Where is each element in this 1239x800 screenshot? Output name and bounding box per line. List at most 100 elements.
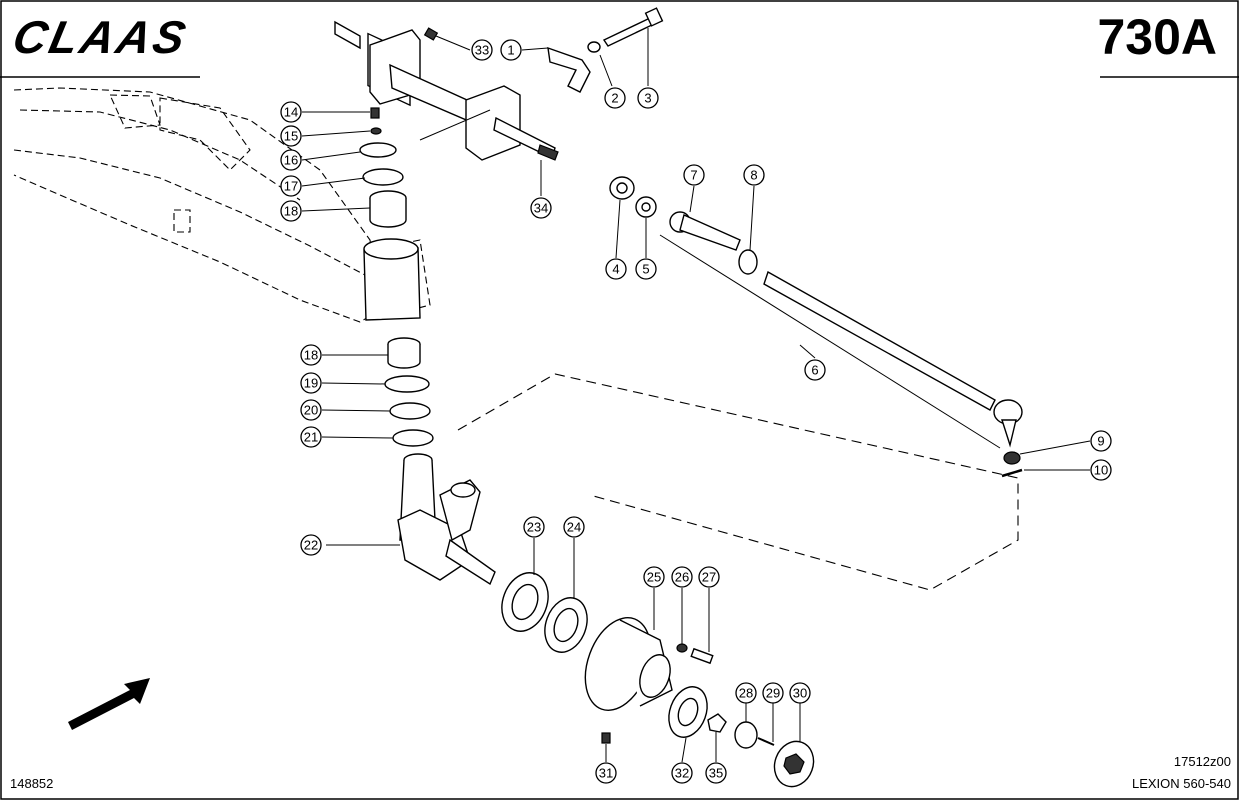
callout-18-lower: 18 (300, 344, 322, 366)
svg-text:15: 15 (284, 129, 298, 144)
svg-text:26: 26 (675, 570, 689, 585)
svg-text:3: 3 (644, 91, 651, 106)
drawing-code: 17512z00 (1173, 754, 1231, 769)
svg-text:21: 21 (304, 430, 318, 445)
callout-2: 2 (604, 87, 626, 109)
callout-18-upper: 18 (280, 200, 302, 222)
steering-cylinder (334, 20, 559, 161)
callout-8: 8 (743, 164, 765, 186)
callout-10: 10 (1090, 459, 1112, 481)
leader-lines (301, 28, 1091, 763)
grease-nipple-part-31 (601, 732, 611, 744)
figure-number: 148852 (10, 776, 54, 791)
svg-text:27: 27 (702, 570, 716, 585)
steering-knuckle-part-22 (397, 453, 496, 586)
callout-4: 4 (605, 258, 627, 280)
nut-part-35 (707, 713, 727, 733)
callout-19: 19 (300, 372, 322, 394)
bushing-part-18-lower (387, 337, 421, 369)
cap-part-16 (359, 142, 397, 158)
callout-31: 31 (595, 762, 617, 784)
svg-text:10: 10 (1094, 463, 1108, 478)
svg-text:29: 29 (766, 686, 780, 701)
callout-28: 28 (735, 682, 757, 704)
callout-29: 29 (762, 682, 784, 704)
callout-25: 25 (643, 566, 665, 588)
bolt-part-27 (690, 647, 714, 665)
seal-part-17 (362, 168, 404, 186)
screw-part-33 (423, 27, 439, 41)
callout-35: 35 (705, 762, 727, 784)
screw-part-14 (370, 107, 380, 119)
callout-32: 32 (671, 762, 693, 784)
svg-text:25: 25 (647, 570, 661, 585)
model-name: LEXION 560-540 (1131, 776, 1231, 791)
callout-1: 1 (500, 39, 522, 61)
washer-part-15 (370, 127, 382, 135)
svg-text:35: 35 (709, 766, 723, 781)
callout-21: 21 (300, 426, 322, 448)
callout-24: 24 (563, 516, 585, 538)
nut-part-9 (1003, 451, 1021, 465)
svg-text:28: 28 (739, 686, 753, 701)
pin-part-29 (757, 737, 775, 746)
callout-27: 27 (698, 566, 720, 588)
svg-text:4: 4 (612, 262, 619, 277)
svg-text:30: 30 (793, 686, 807, 701)
callout-7: 7 (683, 164, 705, 186)
callout-33: 33 (471, 39, 493, 61)
direction-arrow-icon (68, 678, 150, 730)
callout-14: 14 (280, 101, 302, 123)
nut-part-28 (734, 721, 758, 749)
cotter-pin-part-10 (1001, 468, 1023, 478)
tie-rod-part-6 (763, 270, 1023, 448)
shim-part-21 (392, 429, 434, 447)
svg-text:6: 6 (811, 363, 818, 378)
bearing-part-32 (668, 686, 708, 738)
callout-15: 15 (280, 125, 302, 147)
cap-part-30 (773, 740, 815, 788)
axle-end-sleeve (363, 238, 421, 321)
washer-part-2 (587, 41, 601, 53)
callout-30: 30 (789, 682, 811, 704)
callout-16: 16 (280, 149, 302, 171)
callout-23: 23 (523, 516, 545, 538)
callout-26: 26 (671, 566, 693, 588)
svg-text:5: 5 (642, 262, 649, 277)
page-code: 730A (1097, 9, 1217, 65)
svg-text:20: 20 (304, 403, 318, 418)
svg-text:31: 31 (599, 766, 613, 781)
svg-text:7: 7 (690, 168, 697, 183)
washer-part-26 (676, 643, 688, 653)
callout-9: 9 (1090, 430, 1112, 452)
svg-text:19: 19 (304, 376, 318, 391)
svg-text:8: 8 (750, 168, 757, 183)
bushing-part-18-upper (369, 190, 407, 228)
bearing-part-24 (544, 597, 588, 653)
callout-17: 17 (280, 175, 302, 197)
callout-6: 6 (804, 359, 826, 381)
callout-22: 22 (300, 534, 322, 556)
svg-text:17: 17 (284, 179, 298, 194)
callout-5: 5 (635, 258, 657, 280)
svg-text:16: 16 (284, 153, 298, 168)
bolt-part-3 (602, 7, 664, 47)
svg-text:2: 2 (611, 91, 618, 106)
callout-3: 3 (637, 87, 659, 109)
svg-text:24: 24 (567, 520, 581, 535)
svg-text:14: 14 (284, 105, 298, 120)
seal-part-19 (384, 375, 430, 393)
svg-text:32: 32 (675, 766, 689, 781)
svg-text:34: 34 (534, 201, 548, 216)
svg-text:18: 18 (284, 204, 298, 219)
svg-text:18: 18 (304, 348, 318, 363)
callout-34: 34 (530, 197, 552, 219)
svg-text:33: 33 (475, 43, 489, 58)
svg-text:9: 9 (1097, 434, 1104, 449)
seal-part-23 (501, 572, 549, 632)
shim-part-20 (389, 402, 431, 420)
wheel-hub-part-25 (584, 617, 673, 711)
